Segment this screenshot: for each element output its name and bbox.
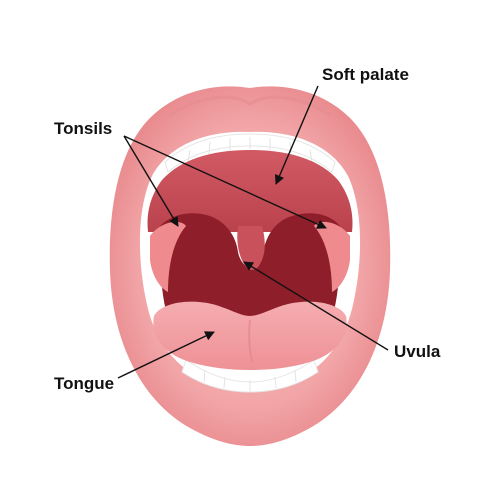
- uvula-label: Uvula: [394, 342, 441, 361]
- arrow-tonsils-right: [123, 135, 327, 229]
- tonsils-label: Tonsils: [54, 119, 113, 138]
- arrow-tonsils-left: [123, 135, 179, 227]
- arrow-soft-palate: [274, 85, 319, 185]
- upper-teeth-lines: [187, 137, 313, 163]
- tongue-label: Tongue: [54, 374, 115, 393]
- upper-teeth: [164, 133, 336, 173]
- soft-palate-label: Soft palate: [322, 65, 409, 84]
- tongue-midline: [248, 319, 253, 363]
- lower-teeth: [181, 359, 319, 393]
- arrow-uvula: [243, 261, 389, 351]
- right-tonsil: [314, 221, 350, 292]
- upper-lip-contour: [169, 95, 331, 117]
- throat: [160, 213, 340, 318]
- uvula: [237, 226, 265, 270]
- pointer-arrows: [117, 85, 389, 379]
- lower-teeth-lines: [203, 369, 297, 391]
- arrow-tongue: [117, 331, 215, 379]
- left-tonsil: [150, 221, 186, 292]
